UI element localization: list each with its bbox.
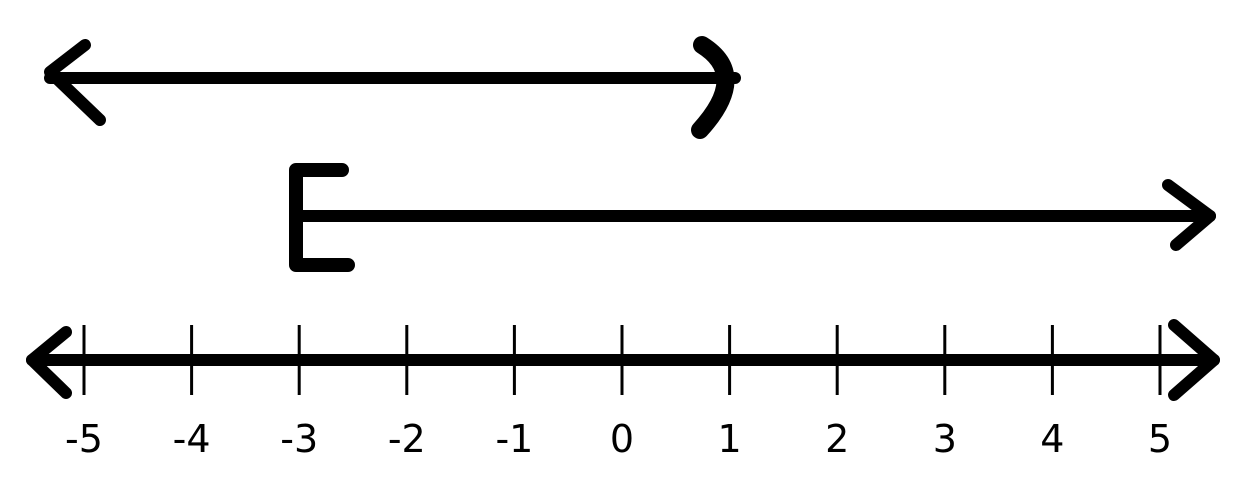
- number-line-tick-labels: -5 -4 -3 -2 -1 0 1 2 3 4 5: [65, 417, 1172, 461]
- tick-label: 2: [825, 417, 849, 461]
- tick-label: 3: [933, 417, 957, 461]
- middle-interval-arrow: [289, 163, 1216, 272]
- number-line-right-arrowhead: [1168, 319, 1220, 401]
- tick-label: -5: [65, 417, 103, 461]
- number-line: -5 -4 -3 -2 -1 0 1 2 3 4 5: [26, 319, 1220, 461]
- top-interval-arrow: [44, 36, 741, 139]
- tick-label: -3: [280, 417, 318, 461]
- tick-label: 1: [718, 417, 742, 461]
- top-interval-left-arrowhead: [44, 39, 106, 126]
- tick-label: -4: [173, 417, 211, 461]
- number-line-ticks: [82, 325, 1162, 395]
- middle-interval-right-arrowhead: [1162, 179, 1216, 251]
- tick-label: 4: [1040, 417, 1064, 461]
- top-interval-right-end-mark: [691, 36, 735, 139]
- tick-label: -1: [495, 417, 533, 461]
- number-line-left-arrowhead: [26, 326, 72, 399]
- tick-label: -2: [388, 417, 426, 461]
- tick-label: 0: [610, 417, 634, 461]
- tick-label: 5: [1148, 417, 1172, 461]
